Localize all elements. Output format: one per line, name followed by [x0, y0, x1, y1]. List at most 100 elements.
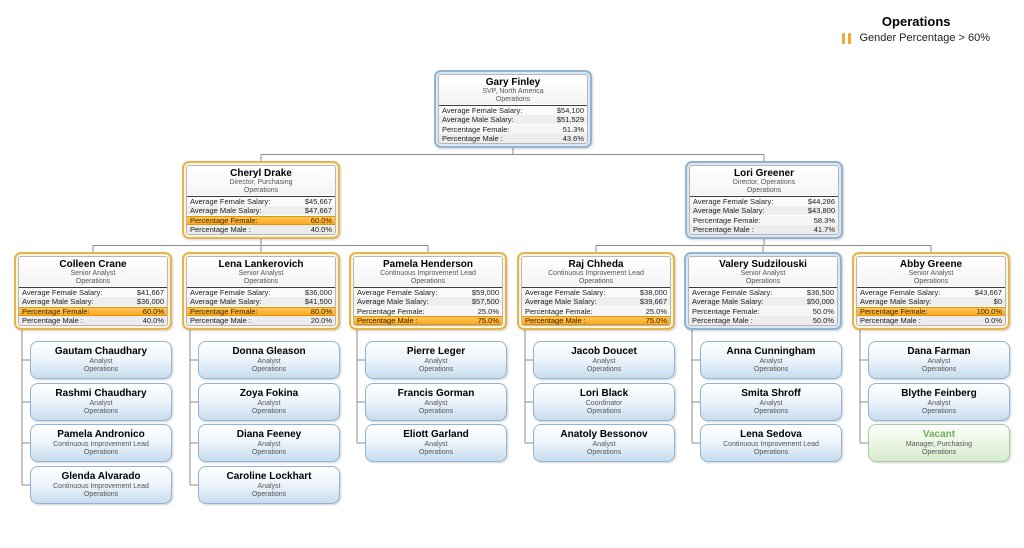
divider: [690, 196, 838, 197]
node-title: Coordinator: [585, 400, 623, 407]
node-name: Gary Finley: [485, 77, 541, 88]
org-node-lori-greener[interactable]: Lori Greener Director, Operations Operat…: [685, 161, 843, 239]
percentage-rows: Percentage Female:60.0% Percentage Male …: [19, 307, 167, 325]
node-title: Analyst: [89, 400, 113, 407]
node-title: Analyst: [424, 358, 448, 365]
node-name: Eliott Garland: [403, 429, 469, 440]
org-node-glenda-alvarado[interactable]: Glenda Alvarado Continuous Improvement L…: [30, 466, 172, 504]
node-header: Gary Finley SVP, North America Operation…: [439, 75, 587, 104]
org-node-cheryl-drake[interactable]: Cheryl Drake Director, Purchasing Operat…: [182, 161, 340, 239]
org-node-anna-cunningham[interactable]: Anna Cunningham Analyst Operations: [700, 341, 842, 379]
node-name: Pamela Henderson: [382, 259, 474, 270]
node-name: Raj Chheda: [568, 259, 624, 270]
org-node-raj-chheda[interactable]: Raj Chheda Continuous Improvement Lead O…: [517, 252, 675, 330]
salary-rows: Average Female Salary:$45,667 Average Ma…: [187, 196, 335, 215]
node-header: Pamela Henderson Continuous Improvement …: [354, 257, 502, 286]
org-node-valery-sudzilouski[interactable]: Valery Sudzilouski Senior Analyst Operat…: [684, 252, 842, 330]
org-node-lori-black[interactable]: Lori Black Coordinator Operations: [533, 383, 675, 421]
salary-rows: Average Female Salary:$54,100 Average Ma…: [439, 105, 587, 124]
percentage-rows: Percentage Female:58.3% Percentage Male …: [690, 216, 838, 234]
org-node-lena-sedova[interactable]: Lena Sedova Continuous Improvement Lead …: [700, 424, 842, 462]
node-department: Operations: [243, 278, 279, 285]
org-node-eliott-garland[interactable]: Eliott Garland Analyst Operations: [365, 424, 507, 462]
stat-row-pct-female: Percentage Female:25.0%: [354, 307, 502, 316]
org-node-pamela-andronico[interactable]: Pamela Andronico Continuous Improvement …: [30, 424, 172, 462]
org-node-body: Gary Finley SVP, North America Operation…: [438, 74, 588, 144]
node-title: Analyst: [927, 358, 951, 365]
org-node-smita-shroff[interactable]: Smita Shroff Analyst Operations: [700, 383, 842, 421]
node-name: Anna Cunningham: [726, 346, 816, 357]
org-node-zoya-fokina[interactable]: Zoya Fokina Analyst Operations: [198, 383, 340, 421]
org-node-body: Abby Greene Senior Analyst Operations Av…: [856, 256, 1006, 326]
salary-rows: Average Female Salary:$36,000 Average Ma…: [187, 287, 335, 306]
node-title: Analyst: [257, 358, 281, 365]
stat-row-avg-female-salary: Average Female Salary:$59,000: [354, 287, 502, 297]
org-node-abby-greene[interactable]: Abby Greene Senior Analyst Operations Av…: [852, 252, 1010, 330]
node-department: Operations: [921, 449, 957, 456]
node-department: Operations: [418, 449, 454, 456]
org-node-pamela-henderson[interactable]: Pamela Henderson Continuous Improvement …: [349, 252, 507, 330]
org-node-colleen-crane[interactable]: Colleen Crane Senior Analyst Operations …: [14, 252, 172, 330]
node-title: Analyst: [257, 483, 281, 490]
stat-row-pct-male: Percentage Male :75.0%: [522, 316, 670, 325]
node-name: Caroline Lockhart: [226, 471, 312, 482]
org-node-lena-lankerovich[interactable]: Lena Lankerovich Senior Analyst Operatio…: [182, 252, 340, 330]
node-title: Analyst: [927, 400, 951, 407]
node-name: Lori Greener: [733, 168, 795, 179]
legend-title: Operations: [881, 14, 951, 29]
node-department: Operations: [753, 408, 789, 415]
node-name: Gautam Chaudhary: [54, 346, 148, 357]
node-department: Operations: [921, 366, 957, 373]
node-department: Operations: [410, 278, 446, 285]
node-department: Operations: [753, 449, 789, 456]
stat-row-avg-female-salary: Average Female Salary:$43,667: [857, 287, 1005, 297]
stat-row-avg-male-salary: Average Male Salary:$39,667: [522, 296, 670, 306]
node-title: Manager, Purchasing: [905, 441, 973, 448]
org-node-diana-feeney[interactable]: Diana Feeney Analyst Operations: [198, 424, 340, 462]
org-node-jacob-doucet[interactable]: Jacob Doucet Analyst Operations: [533, 341, 675, 379]
stat-row-avg-male-salary: Average Male Salary:$41,500: [187, 296, 335, 306]
org-node-pierre-leger[interactable]: Pierre Leger Analyst Operations: [365, 341, 507, 379]
gender-highlight-icon: [842, 32, 852, 44]
stat-row-pct-female: Percentage Female:60.0%: [19, 307, 167, 316]
node-title: Analyst: [759, 358, 783, 365]
node-department: Operations: [753, 366, 789, 373]
org-node-rashmi-chaudhary[interactable]: Rashmi Chaudhary Analyst Operations: [30, 383, 172, 421]
node-department: Operations: [578, 278, 614, 285]
org-node-gautam-chaudhary[interactable]: Gautam Chaudhary Analyst Operations: [30, 341, 172, 379]
stat-row-avg-female-salary: Average Female Salary:$36,000: [187, 287, 335, 297]
org-node-francis-gorman[interactable]: Francis Gorman Analyst Operations: [365, 383, 507, 421]
percentage-rows: Percentage Female:100.0% Percentage Male…: [857, 307, 1005, 325]
stat-row-pct-male: Percentage Male :41.7%: [690, 225, 838, 234]
org-node-vacant[interactable]: Vacant Manager, Purchasing Operations: [868, 424, 1010, 462]
node-department: Operations: [251, 491, 287, 498]
divider: [187, 215, 335, 216]
node-title: Analyst: [759, 400, 783, 407]
node-department: Operations: [83, 491, 119, 498]
node-name: Glenda Alvarado: [61, 471, 141, 482]
node-title: Analyst: [257, 441, 281, 448]
org-node-gary-finley[interactable]: Gary Finley SVP, North America Operation…: [434, 70, 592, 148]
node-header: Abby Greene Senior Analyst Operations: [857, 257, 1005, 286]
stat-row-avg-male-salary: Average Male Salary:$47,667: [187, 205, 335, 215]
org-node-caroline-lockhart[interactable]: Caroline Lockhart Analyst Operations: [198, 466, 340, 504]
org-node-anatoly-bessonov[interactable]: Anatoly Bessonov Analyst Operations: [533, 424, 675, 462]
stat-row-pct-male: Percentage Male :75.0%: [354, 316, 502, 325]
node-department: Operations: [495, 96, 531, 103]
stat-row-avg-male-salary: Average Male Salary:$0: [857, 296, 1005, 306]
org-node-donna-gleason[interactable]: Donna Gleason Analyst Operations: [198, 341, 340, 379]
salary-rows: Average Female Salary:$41,667 Average Ma…: [19, 287, 167, 306]
org-node-dana-farman[interactable]: Dana Farman Analyst Operations: [868, 341, 1010, 379]
org-node-blythe-feinberg[interactable]: Blythe Feinberg Analyst Operations: [868, 383, 1010, 421]
percentage-rows: Percentage Female:51.3% Percentage Male …: [439, 125, 587, 143]
node-department: Operations: [745, 278, 781, 285]
node-name: Anatoly Bessonov: [560, 429, 648, 440]
org-node-body: Colleen Crane Senior Analyst Operations …: [18, 256, 168, 326]
node-title: Director, Operations: [732, 179, 796, 186]
stat-row-avg-female-salary: Average Female Salary:$41,667: [19, 287, 167, 297]
node-title: Analyst: [424, 441, 448, 448]
node-title: Continuous Improvement Lead: [548, 270, 644, 277]
salary-rows: Average Female Salary:$59,000 Average Ma…: [354, 287, 502, 306]
node-department: Operations: [243, 187, 279, 194]
stat-row-pct-male: Percentage Male :43.6%: [439, 134, 587, 143]
